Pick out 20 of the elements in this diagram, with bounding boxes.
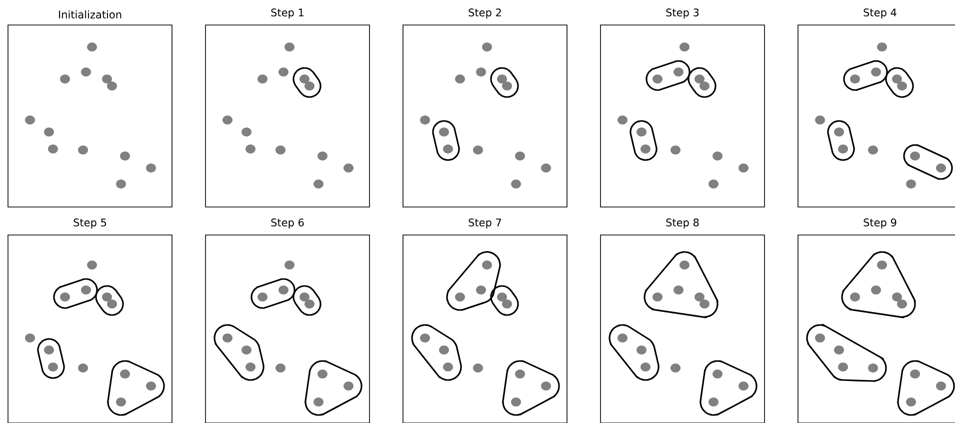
node-label: Step 2 (468, 8, 501, 18)
node-label: Step 5 (74, 218, 106, 228)
plot-panel: Step 2 (402, 8, 568, 208)
plot-panel: Step 4 (798, 8, 955, 208)
plot-panel: Step 3 (600, 8, 765, 208)
plot-panel: Step 1 (205, 8, 370, 208)
node-label: Step 4 (864, 8, 896, 18)
node-label: Step 8 (666, 218, 699, 228)
plot-panel: Step 6 (205, 218, 370, 423)
plot-panel: Step 9 (798, 218, 955, 423)
node-label: Step 9 (864, 218, 896, 228)
node-label: Step 3 (666, 8, 699, 18)
plot-panel: Initialization (8, 10, 172, 208)
node-label: Step 6 (271, 218, 304, 228)
node-label: Step 1 (271, 8, 304, 18)
plot-panel: Step 8 (600, 218, 765, 423)
plot-panel: Step 5 (8, 218, 172, 423)
plot-panel: Step 7 (402, 218, 568, 423)
node-label: Step 7 (468, 218, 502, 228)
node-label: Initialization (59, 10, 122, 18)
